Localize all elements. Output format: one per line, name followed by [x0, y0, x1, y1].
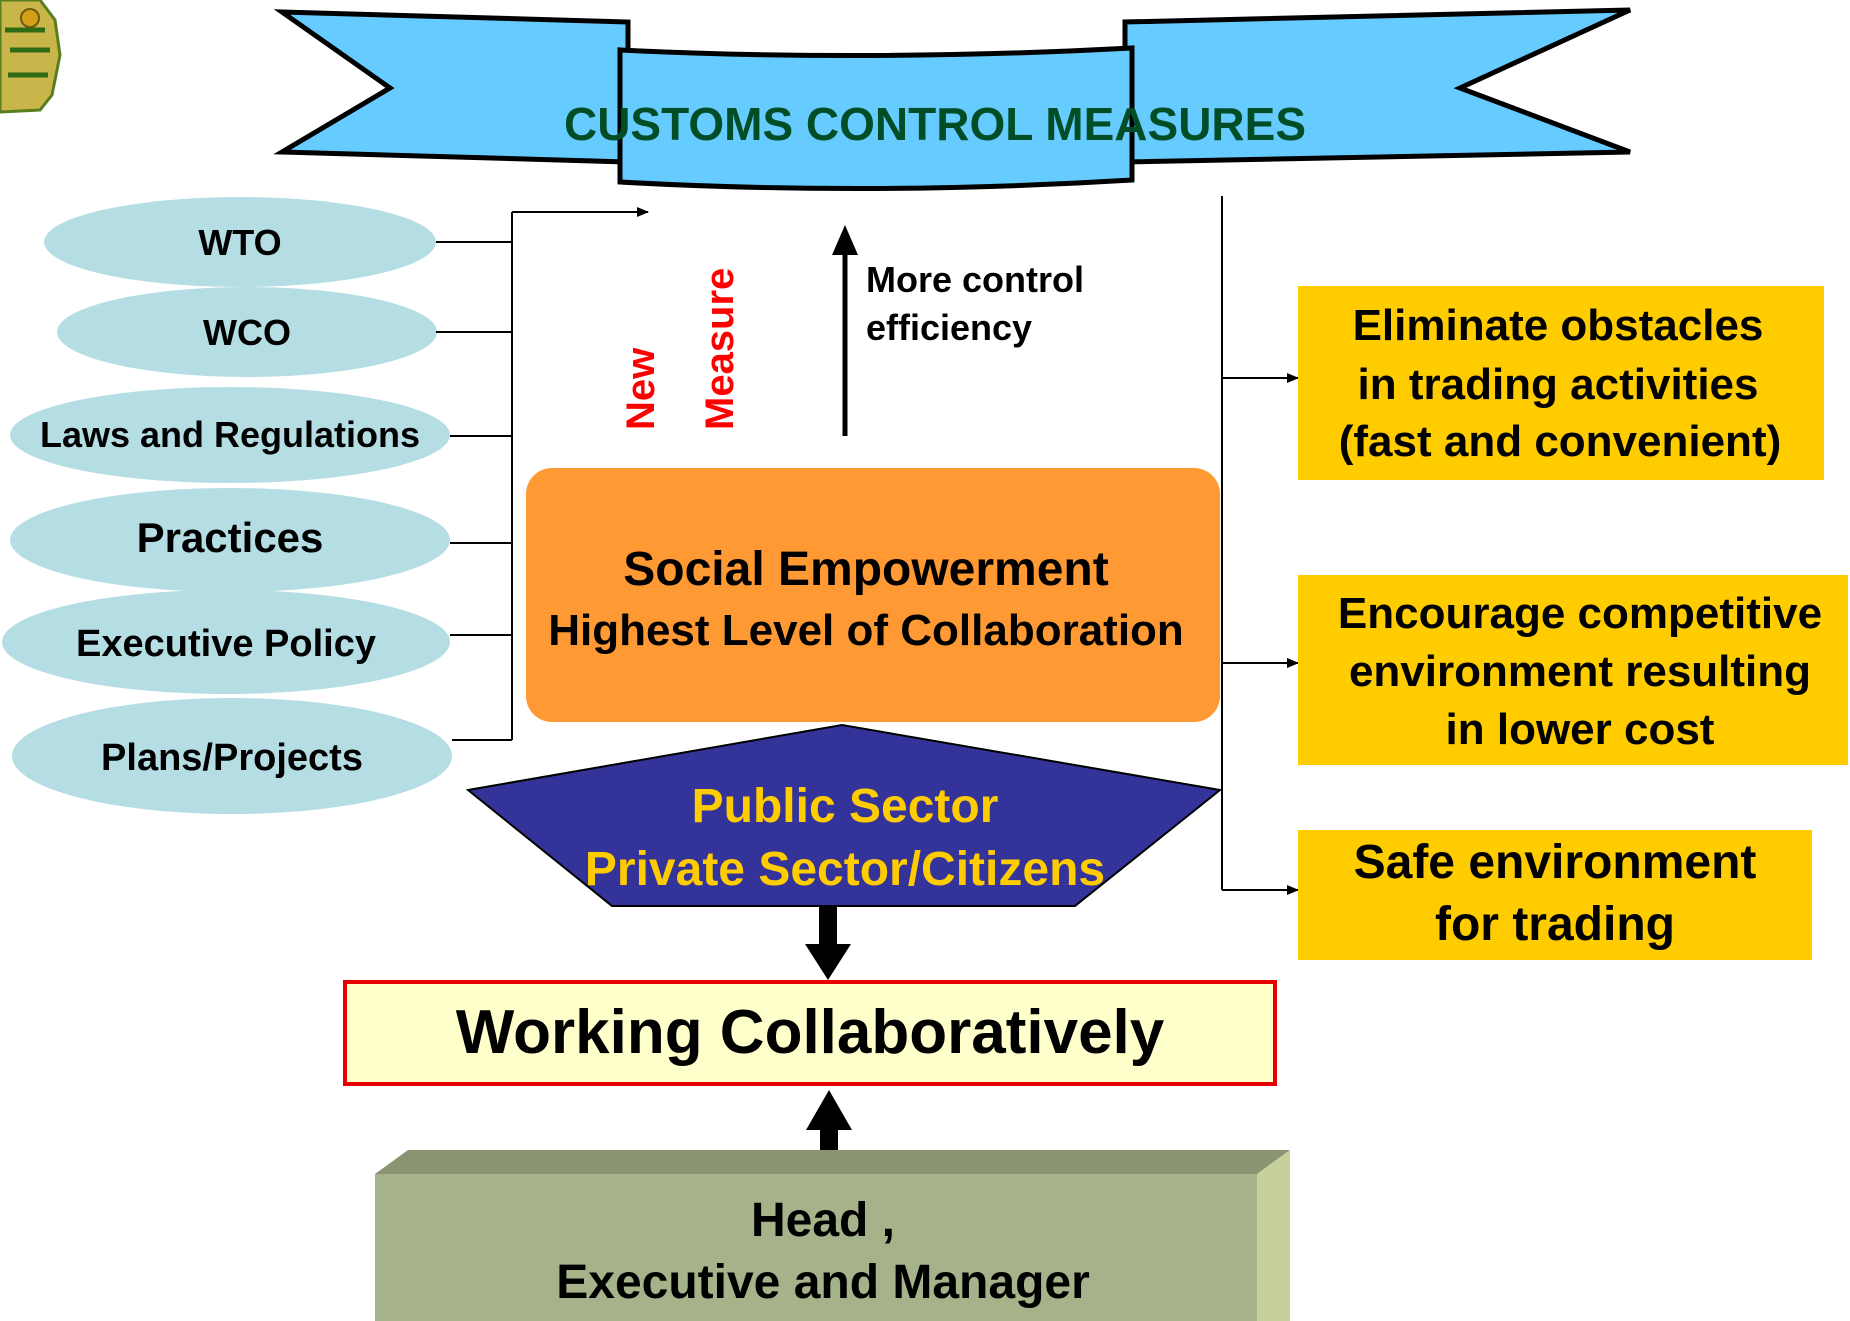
outcome-line: environment resulting: [1349, 647, 1811, 696]
source-label: Laws and Regulations: [40, 414, 420, 455]
source-label: Practices: [137, 514, 324, 561]
source-connectors: [436, 207, 649, 741]
outcome-line: in lower cost: [1446, 705, 1715, 754]
page-title: CUSTOMS CONTROL MEASURES: [564, 98, 1306, 150]
efficiency-arrow: [832, 225, 858, 436]
outcome-competitive-environment: Encourage competitive environment result…: [1298, 575, 1848, 765]
new-measure-line1: New: [619, 347, 663, 430]
source-label: Plans/Projects: [101, 737, 363, 779]
efficiency-line2: efficiency: [866, 307, 1032, 348]
outcome-line: Eliminate obstacles: [1353, 301, 1764, 350]
source-practices: Practices: [10, 488, 450, 592]
logo-emblem: [0, 0, 62, 114]
source-plans-projects: Plans/Projects: [12, 698, 452, 814]
source-label: WTO: [198, 222, 281, 263]
outcome-line: for trading: [1435, 898, 1675, 951]
core-line1: Social Empowerment: [623, 543, 1108, 596]
core-box: [526, 468, 1220, 722]
title-banner: [273, 7, 1632, 192]
sectors-line1: Public Sector: [692, 780, 999, 833]
outcome-line: Safe environment: [1354, 836, 1757, 889]
outcome-safe-environment: Safe environment for trading: [1298, 830, 1812, 960]
outcome-connectors: [1221, 196, 1299, 895]
outcome-line: (fast and convenient): [1339, 417, 1782, 466]
source-laws: Laws and Regulations: [10, 387, 450, 483]
new-measure-line2: Measure: [698, 268, 742, 430]
source-executive-policy: Executive Policy: [2, 590, 450, 694]
outcome-line: in trading activities: [1358, 360, 1759, 409]
arrow-down-to-collaboration: [805, 906, 851, 980]
core-line2: Highest Level of Collaboration: [548, 606, 1184, 655]
source-wco: WCO: [57, 287, 437, 377]
collaboration-label: Working Collaboratively: [456, 998, 1165, 1067]
source-wto: WTO: [44, 197, 436, 287]
base-line2: Executive and Manager: [556, 1256, 1090, 1309]
sectors-hexagon: [465, 723, 1223, 907]
collaboration-box: [343, 980, 1277, 1086]
sectors-line2: Private Sector/Citizens: [585, 843, 1105, 896]
base-block: [375, 1150, 1290, 1321]
outcome-line: Encourage competitive: [1338, 589, 1822, 638]
efficiency-line1: More control: [866, 259, 1084, 300]
source-label: Executive Policy: [76, 623, 376, 665]
outcome-eliminate-obstacles: Eliminate obstacles in trading activitie…: [1298, 286, 1824, 480]
source-label: WCO: [203, 312, 291, 353]
base-line1: Head ,: [751, 1194, 895, 1247]
